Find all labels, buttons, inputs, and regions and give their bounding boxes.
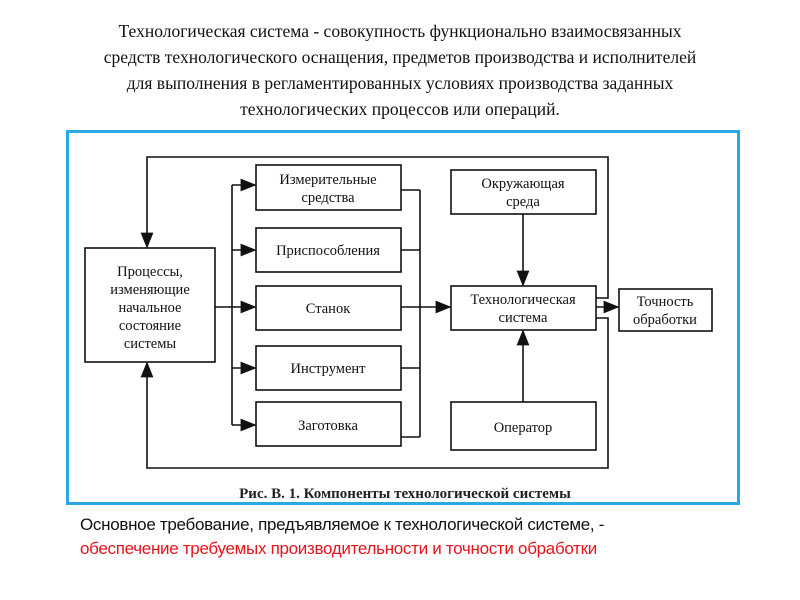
- requirement-line-2: обеспечение требуемых производительности…: [80, 539, 597, 558]
- processes-line: изменяющие: [110, 282, 190, 298]
- figure-caption: Рис. В. 1. Компоненты технологической си…: [239, 486, 571, 502]
- diagram-frame: [66, 130, 740, 505]
- title-line: средств технологического оснащения, пред…: [103, 47, 697, 67]
- title-line: для выполнения в регламентированных усло…: [126, 73, 674, 93]
- svg-text:начальное: начальное: [119, 300, 182, 316]
- processes-line: начальное: [119, 300, 182, 316]
- environment-label: среда: [506, 194, 540, 210]
- requirement-line-1: Основное требование, предъявляемое к тех…: [80, 515, 605, 534]
- operator-label: Оператор: [494, 420, 553, 436]
- svg-text:Процессы,: Процессы,: [117, 264, 183, 280]
- measuring-label: средства: [301, 190, 355, 206]
- svg-text:системы: системы: [124, 336, 177, 352]
- measuring-label: Измерительные: [279, 172, 376, 188]
- slide-title: Технологическая система - совокупность ф…: [10, 18, 790, 122]
- tool-label: Инструмент: [290, 361, 366, 377]
- environment-label: Окружающая: [481, 176, 565, 192]
- tech-system-label: Технологическая: [470, 292, 576, 308]
- fixtures-label: Приспособления: [276, 243, 380, 259]
- accuracy-label: Точность: [637, 294, 694, 310]
- accuracy-label: обработки: [633, 312, 697, 328]
- machine-label: Станок: [306, 301, 351, 317]
- workpiece-label: Заготовка: [298, 418, 358, 434]
- title-line: Технологическая система - совокупность ф…: [118, 21, 682, 41]
- processes-line: Процессы,: [117, 264, 183, 280]
- svg-text:изменяющие: изменяющие: [110, 282, 190, 298]
- title-line: технологических процессов или операций.: [240, 99, 560, 119]
- svg-text:состояние: состояние: [119, 318, 181, 334]
- processes-line: состояние: [119, 318, 181, 334]
- processes-line: системы: [124, 336, 177, 352]
- tech-system-label: система: [499, 310, 548, 326]
- requirement-text: Основное требование, предъявляемое к тех…: [80, 513, 604, 561]
